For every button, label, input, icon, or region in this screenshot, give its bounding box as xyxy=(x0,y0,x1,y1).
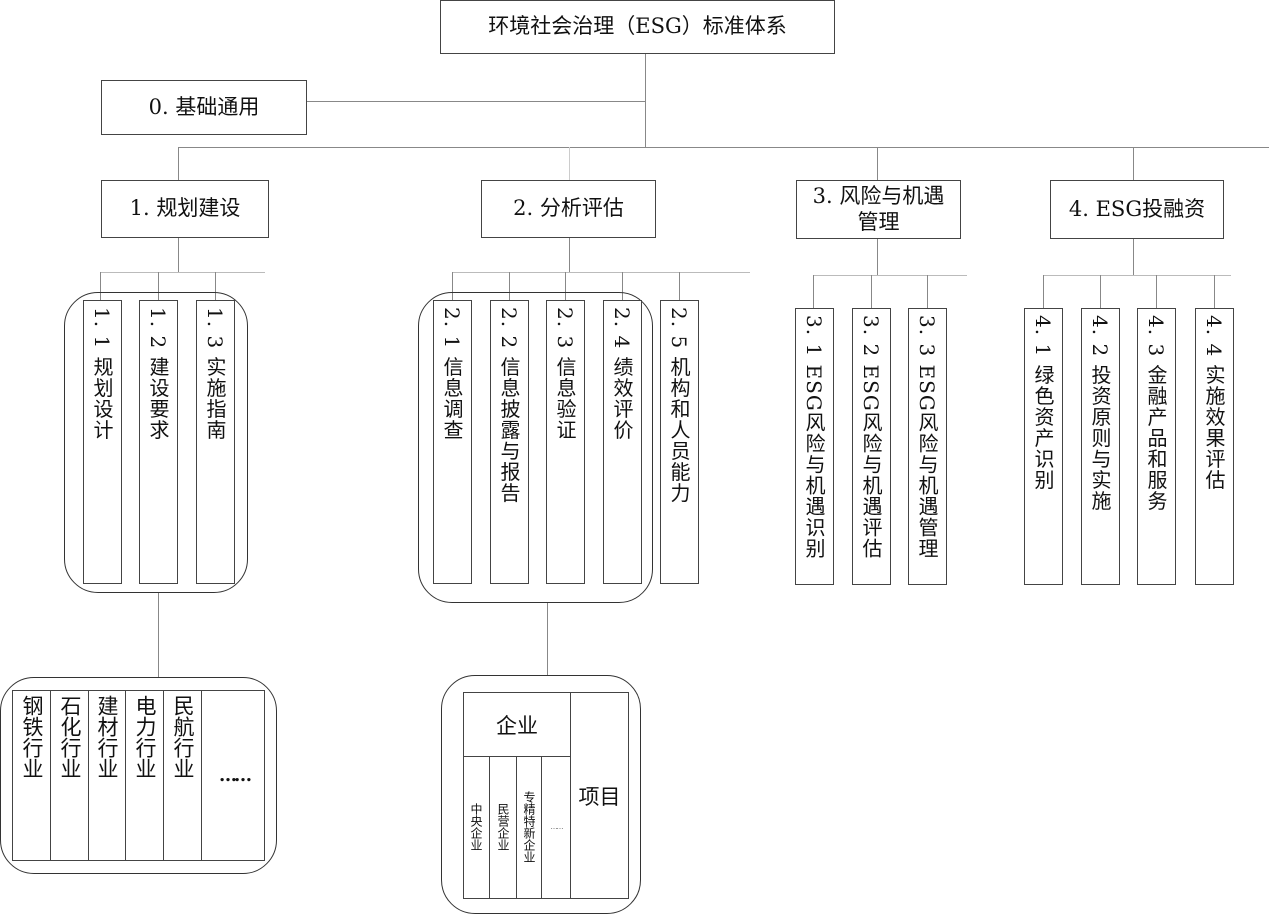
category-risk: 3. 风险与机遇管理 xyxy=(796,180,961,239)
connector xyxy=(927,275,928,308)
connector xyxy=(452,272,453,300)
category-analysis: 2. 分析评估 xyxy=(481,180,656,238)
connector xyxy=(1133,238,1134,275)
industry-petrochemical: 石化行业 xyxy=(50,691,88,860)
industry-building-materials: 建材行业 xyxy=(88,691,125,860)
item-2-3: 2. 3 信息验证 xyxy=(546,300,585,584)
connector xyxy=(158,592,159,677)
connector xyxy=(569,147,570,180)
item-1-3: 1. 3 实施指南 xyxy=(196,300,235,584)
connector xyxy=(1100,275,1101,308)
item-2-2: 2. 2 信息披露与报告 xyxy=(490,300,529,584)
analysis-group xyxy=(418,292,653,603)
item-4-2: 4. 2 投资原则与实施 xyxy=(1081,308,1120,585)
industries-table: 钢铁行业 石化行业 建材行业 电力行业 民航行业 …… xyxy=(12,690,265,861)
connector xyxy=(565,272,566,300)
connector xyxy=(307,101,645,102)
connector xyxy=(1156,275,1157,308)
item-2-1: 2. 1 信息调查 xyxy=(433,300,472,584)
item-4-1: 4. 1 绿色资产识别 xyxy=(1024,308,1063,585)
connector xyxy=(569,237,570,272)
connector xyxy=(622,272,623,300)
connector xyxy=(178,147,179,180)
item-3-1: 3. 1 ESG风险与机遇识别 xyxy=(795,308,834,585)
enterprise-central: 中央企业 xyxy=(469,803,483,851)
category-planning: 1. 规划建设 xyxy=(101,180,269,238)
connector xyxy=(215,272,216,300)
project-cell: 项目 xyxy=(570,693,628,898)
connector xyxy=(1214,275,1215,308)
item-1-2: 1. 2 建设要求 xyxy=(139,300,178,584)
industries-group xyxy=(0,677,277,874)
enterprise-private: 民营企业 xyxy=(489,756,517,898)
industry-more: …… xyxy=(201,691,266,860)
item-3-3: 3. 3 ESG风险与机遇管理 xyxy=(908,308,947,585)
basic-node: 0. 基础通用 xyxy=(101,80,307,135)
connector xyxy=(509,272,510,300)
connector xyxy=(178,147,1269,148)
connector xyxy=(1043,275,1044,308)
planning-group xyxy=(64,292,248,593)
item-1-1: 1. 1 规划设计 xyxy=(83,300,122,584)
connector xyxy=(871,275,872,308)
connector xyxy=(813,275,814,308)
connector xyxy=(1043,275,1231,276)
connector xyxy=(547,602,548,675)
item-2-4: 2. 4 绩效评价 xyxy=(603,300,642,584)
connector xyxy=(158,272,159,300)
industry-steel: 钢铁行业 xyxy=(12,691,50,860)
industry-power: 电力行业 xyxy=(125,691,163,860)
connector xyxy=(877,238,878,275)
connector xyxy=(100,272,101,300)
connector xyxy=(679,272,680,300)
connector xyxy=(1133,147,1134,180)
enterprise-specialized: 专精特新企业 xyxy=(516,756,542,898)
item-2-5: 2. 5 机构和人员能力 xyxy=(660,300,699,584)
subjects-group xyxy=(441,675,641,914)
industry-aviation: 民航行业 xyxy=(163,691,201,860)
root-node: 环境社会治理（ESG）标准体系 xyxy=(440,0,835,54)
subjects-table: 企业 中央企业 民营企业 专精特新企业 …… 项目 xyxy=(463,692,629,899)
category-investment: 4. ESG投融资 xyxy=(1050,180,1224,239)
connector xyxy=(877,147,878,180)
connector xyxy=(452,272,750,273)
connector xyxy=(100,272,265,273)
connector xyxy=(813,275,967,276)
item-3-2: 3. 2 ESG风险与机遇评估 xyxy=(852,308,891,585)
item-4-4: 4. 4 实施效果评估 xyxy=(1195,308,1234,585)
item-4-3: 4. 3 金融产品和服务 xyxy=(1137,308,1176,585)
connector xyxy=(645,53,646,147)
enterprise-more: …… xyxy=(541,756,571,898)
enterprise-header: 企业 xyxy=(464,693,570,757)
connector xyxy=(178,237,179,272)
